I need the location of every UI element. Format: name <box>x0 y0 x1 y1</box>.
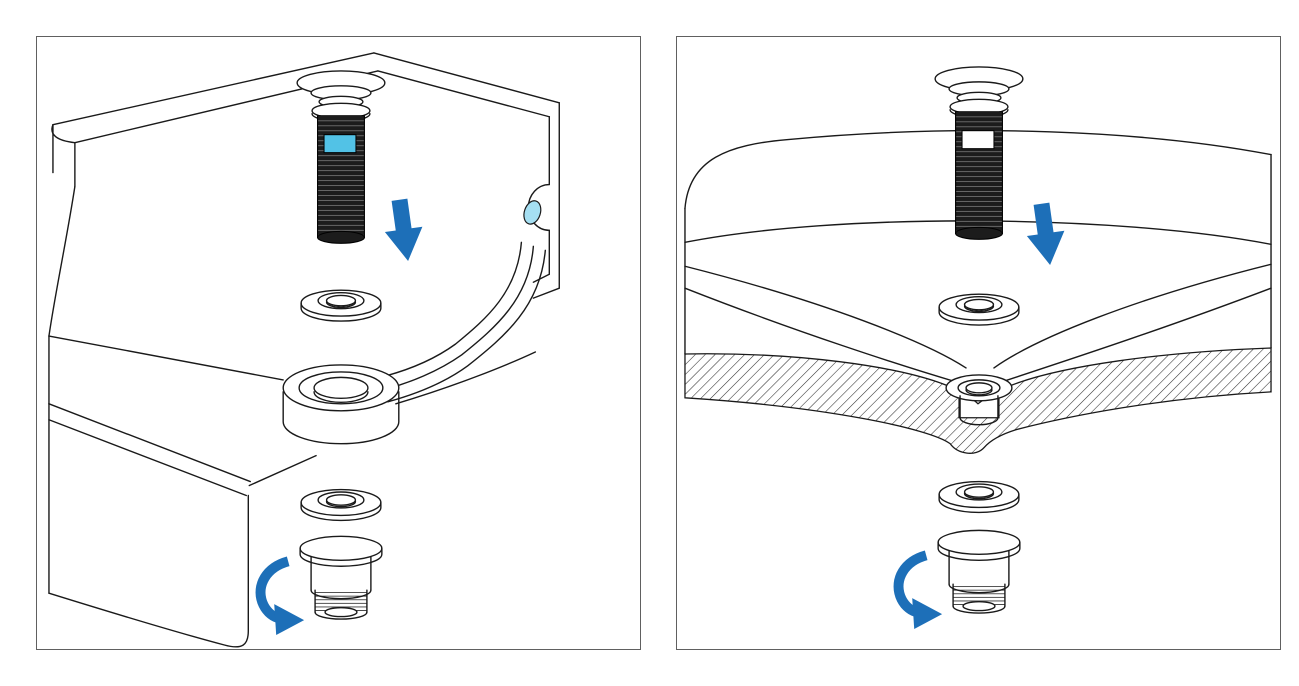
sealing-washer-bottom <box>300 488 382 522</box>
locking-nut <box>299 535 383 620</box>
drain-hole <box>283 365 399 444</box>
rotate-arrow-icon <box>899 555 943 629</box>
sealing-washer-bottom <box>938 480 1020 514</box>
sealing-washer-top <box>938 293 1020 326</box>
rotate-arrow-icon <box>261 561 305 635</box>
panel-step-1 <box>36 36 641 650</box>
down-arrow-icon <box>380 197 427 264</box>
pop-up-drain-assembly <box>296 70 386 245</box>
installation-diagram-sink <box>37 37 640 649</box>
drain-hole <box>946 375 1012 425</box>
panel-step-2 <box>676 36 1281 650</box>
down-arrow-icon <box>1022 201 1069 268</box>
sink-cutaway <box>49 53 559 647</box>
sealing-washer-top <box>300 289 382 322</box>
overflow-hole-highlight <box>521 199 544 227</box>
pop-up-drain-assembly <box>934 66 1024 241</box>
locking-nut <box>937 529 1021 614</box>
countertop-basin <box>685 131 1271 382</box>
installation-diagram-countertop <box>677 66 1280 649</box>
